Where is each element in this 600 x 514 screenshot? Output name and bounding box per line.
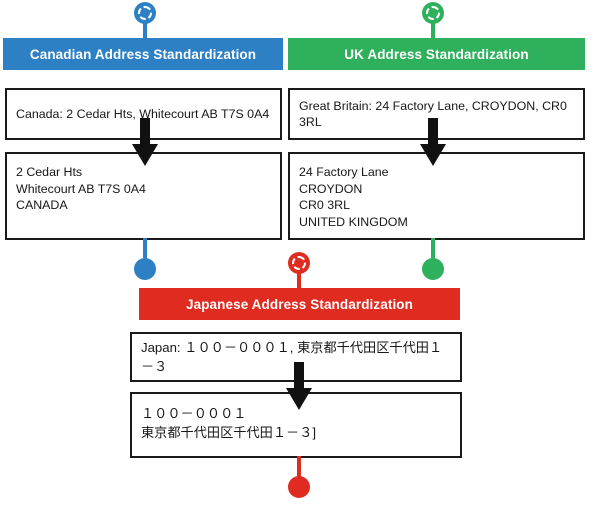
pin-stem xyxy=(143,238,147,260)
pin-ring xyxy=(426,6,440,20)
transform-arrow-icon-uk xyxy=(420,118,446,166)
panel-header-japan[interactable]: Japanese Address Standardization xyxy=(139,288,460,320)
panel-header-canada[interactable]: Canadian Address Standardization xyxy=(3,38,283,70)
map-pin-icon-canada-bottom xyxy=(134,238,156,296)
pin-knob xyxy=(422,2,444,24)
map-pin-icon-japan-top xyxy=(288,252,310,294)
pin-knob xyxy=(422,258,444,296)
pin-knob xyxy=(134,2,156,24)
pin-ring xyxy=(138,6,152,20)
pin-stem xyxy=(297,270,301,292)
arrow-shaft xyxy=(294,362,304,390)
arrow-head xyxy=(420,144,446,166)
panel-header-uk[interactable]: UK Address Standardization xyxy=(288,38,585,70)
map-pin-icon-uk-top xyxy=(422,2,444,44)
pin-stem xyxy=(143,20,147,42)
arrow-shaft xyxy=(428,118,438,146)
pin-knob xyxy=(134,258,156,296)
diagram-canvas: Canadian Address Standardization UK Addr… xyxy=(3,2,585,514)
transform-arrow-icon-canada xyxy=(132,118,158,166)
pin-stem xyxy=(431,238,435,260)
pin-ring xyxy=(292,500,306,514)
arrow-head xyxy=(132,144,158,166)
pin-stem xyxy=(431,20,435,42)
map-pin-icon-canada-top xyxy=(134,2,156,44)
pin-ring xyxy=(292,256,306,270)
transform-arrow-icon-japan xyxy=(286,362,312,410)
pin-stem xyxy=(297,456,301,478)
arrow-head xyxy=(286,388,312,410)
output-box-canada[interactable]: 2 Cedar Hts Whitecourt AB T7S 0A4 CANADA xyxy=(5,152,282,240)
pin-knob xyxy=(288,252,310,274)
map-pin-icon-uk-bottom xyxy=(422,238,444,296)
pin-knob xyxy=(288,476,310,514)
map-pin-icon-japan-bottom xyxy=(288,456,310,514)
arrow-shaft xyxy=(140,118,150,146)
